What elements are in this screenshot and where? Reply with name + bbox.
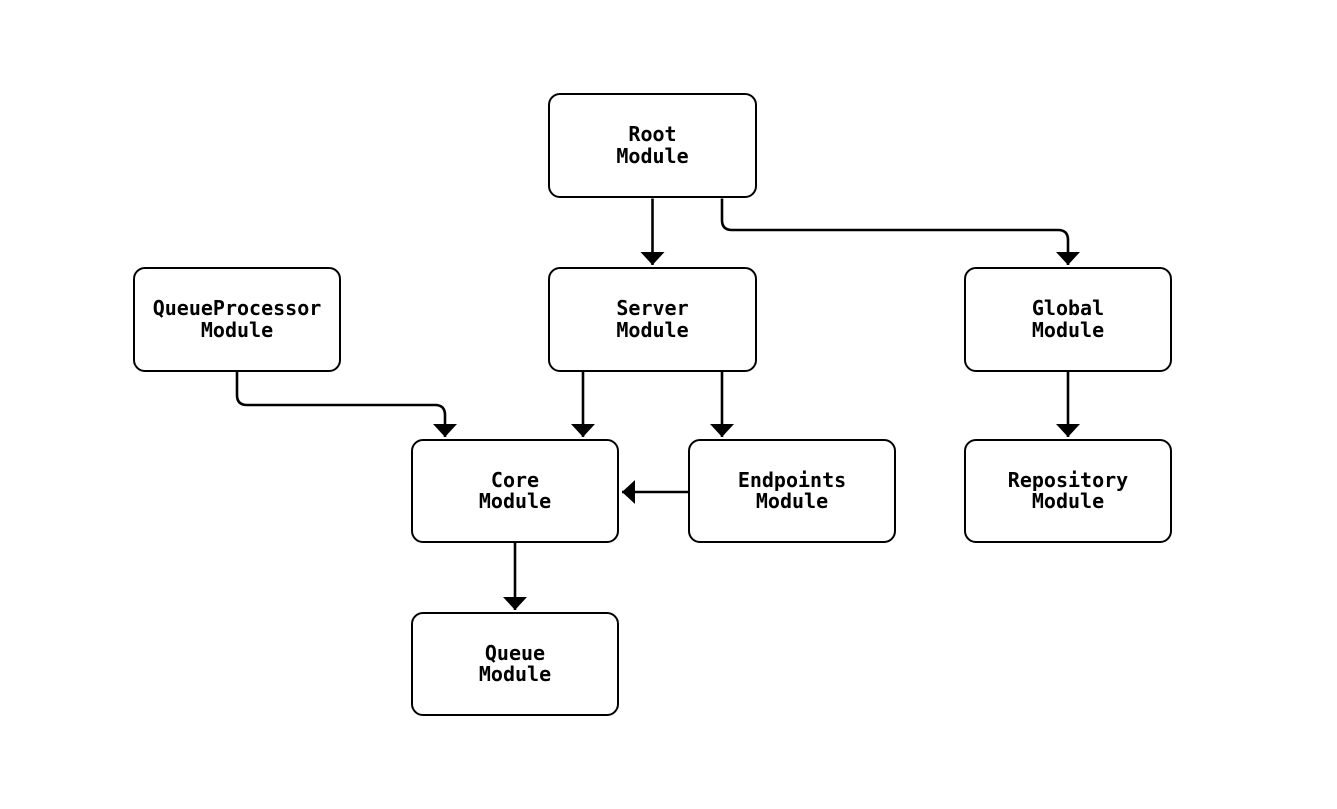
node-label-line: Module [755,489,829,513]
node-label-line: Module [1031,489,1105,513]
node-label-line: Repository [1007,467,1129,492]
node-label-line: Module [1031,317,1105,342]
node-label-line: Global [1031,296,1105,320]
node-label-line: QueueProcessor [152,296,322,320]
node-label-line: Module [616,143,689,168]
node-label-line: Module [478,662,552,686]
node-label-line: Endpoints [737,467,847,492]
node-label-line: Root [628,122,677,146]
edge-queueProcessor-to-core [235,371,457,437]
node-label-line: Module [616,317,689,342]
node-label-line: Server [616,296,689,320]
node-label-line: Core [490,467,540,492]
node-label-line: Queue [484,640,546,665]
edge-root-to-global [720,198,1080,265]
node-label-line: Module [478,489,552,513]
node-label-line: Module [200,317,274,342]
